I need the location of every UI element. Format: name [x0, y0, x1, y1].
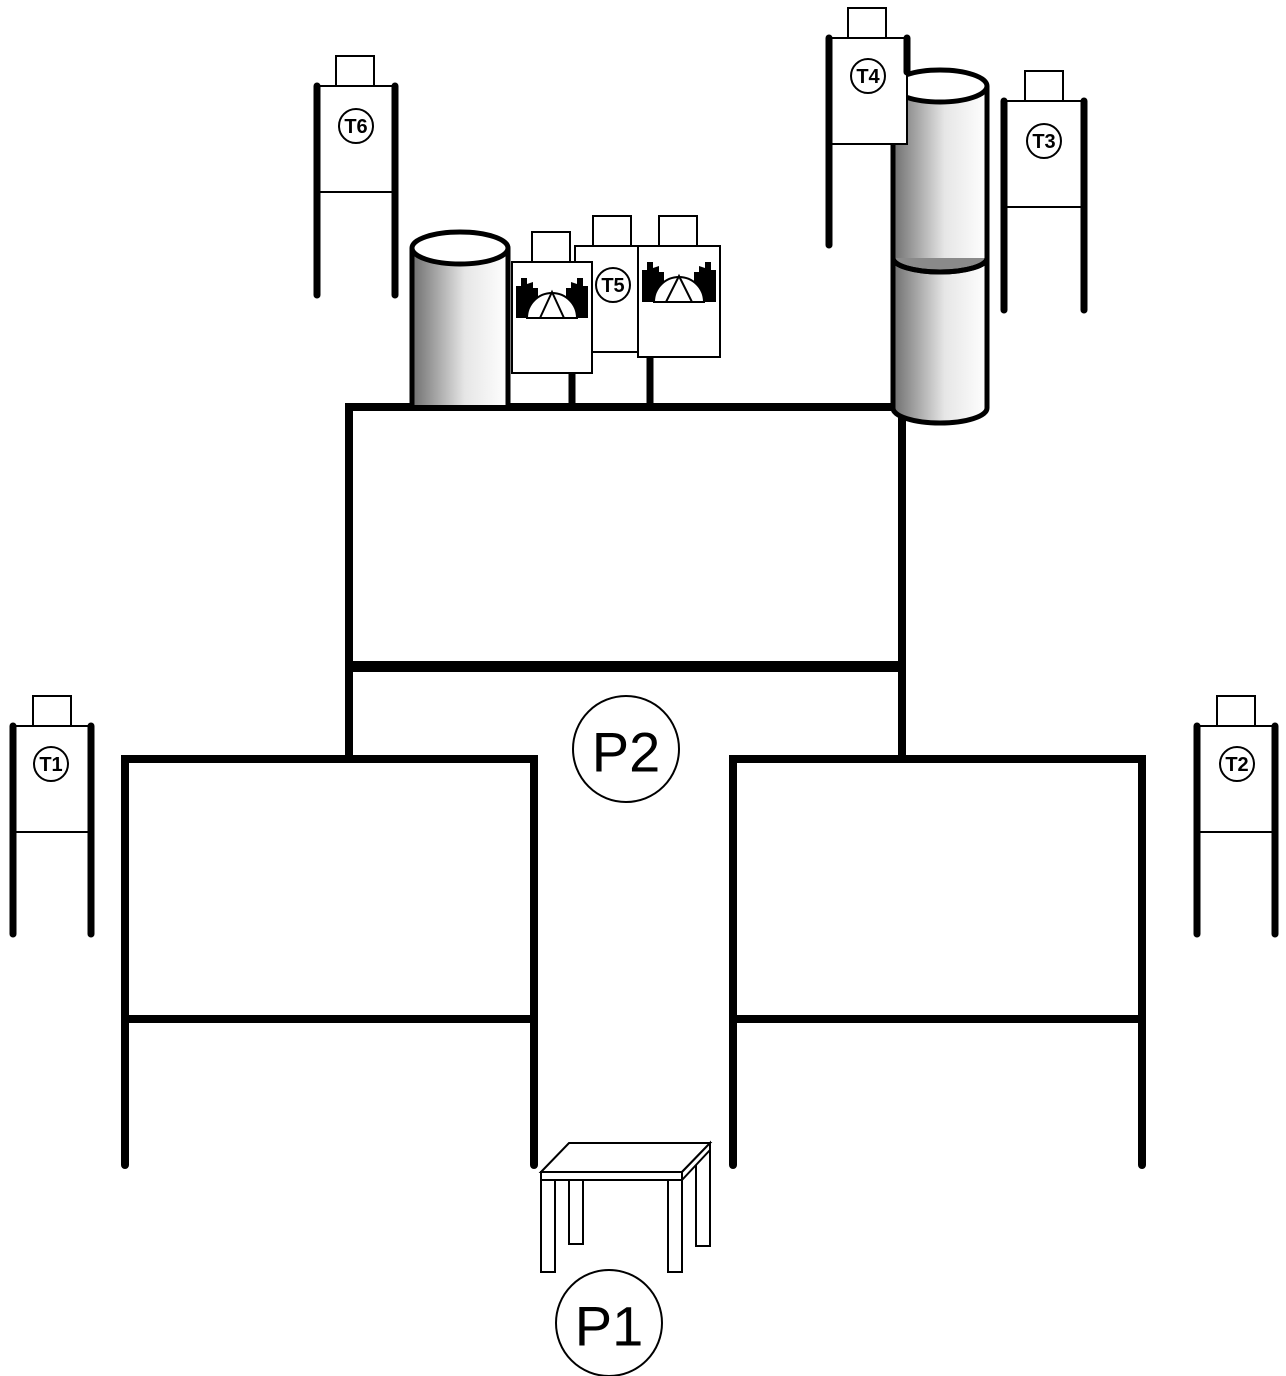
target-t6-label: T6: [344, 116, 367, 138]
position-p1-label: P1: [575, 1295, 644, 1358]
no-shoot-target-left: [511, 231, 593, 405]
position-p1: P1: [555, 1269, 663, 1376]
target-t2: T2: [1193, 695, 1279, 938]
wall-right: [729, 755, 1146, 1169]
raised-hands-icon: [642, 262, 716, 303]
wall-left: [121, 755, 538, 1169]
target-t4-label: T4: [856, 66, 880, 88]
target-t6: T6: [313, 55, 399, 299]
position-p2: P2: [572, 695, 680, 803]
target-t4: T4: [825, 7, 911, 249]
target-t1: T1: [9, 695, 95, 938]
table-prop: [538, 1140, 713, 1273]
position-p2-label: P2: [592, 721, 661, 784]
raised-hands-icon: [516, 278, 588, 319]
target-t3-label: T3: [1032, 131, 1055, 153]
target-t1-label: T1: [39, 754, 62, 776]
no-shoot-target-right: [637, 215, 721, 405]
target-t2-label: T2: [1225, 754, 1248, 776]
barrel-left: [409, 229, 511, 405]
target-t5-label: T5: [601, 275, 624, 297]
target-t3: T3: [1000, 70, 1088, 314]
